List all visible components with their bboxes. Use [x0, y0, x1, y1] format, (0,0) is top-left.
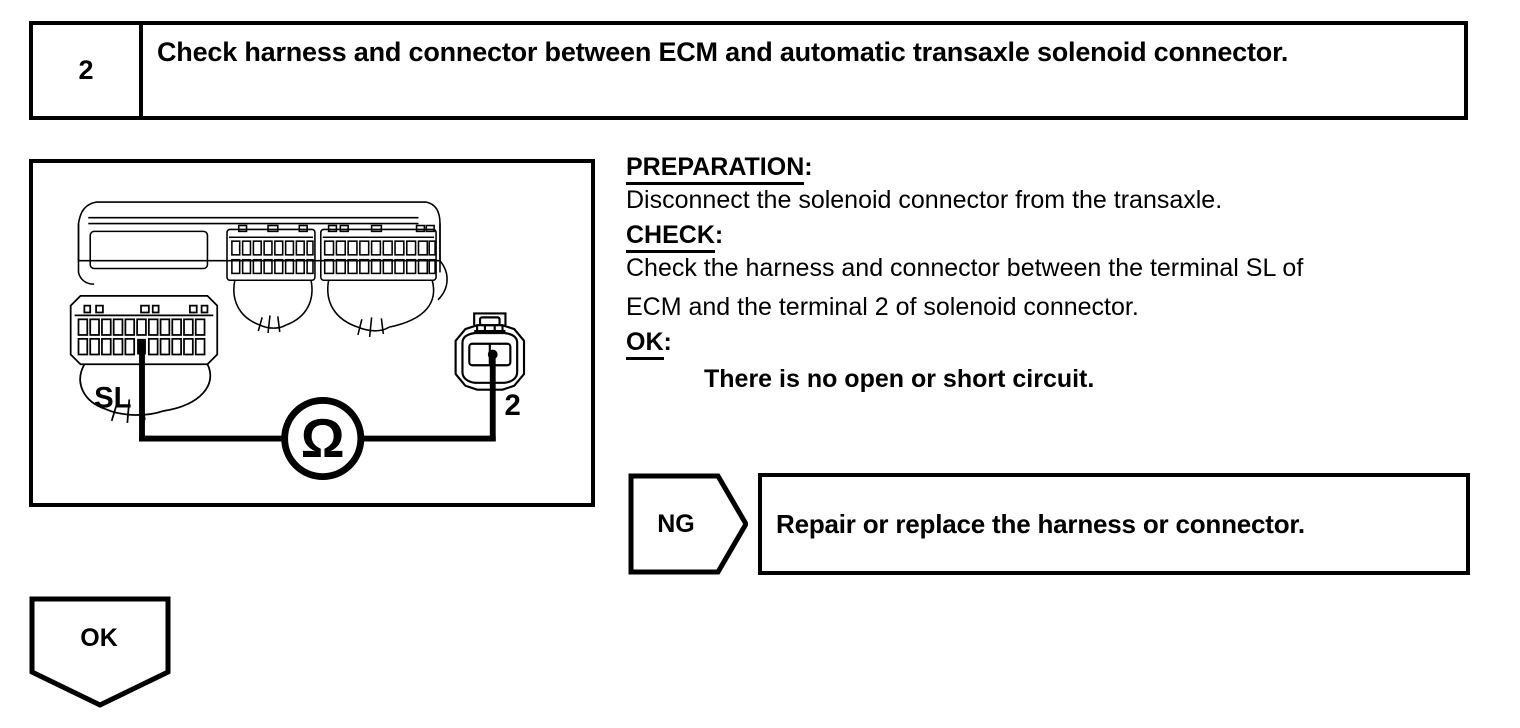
ok-heading-text: OK	[626, 328, 664, 360]
check-body-line-2: ECM and the terminal 2 of solenoid conne…	[626, 293, 1139, 321]
test-lead-wire	[139, 347, 496, 442]
step-title-cell: Check harness and connector between ECM …	[143, 25, 1464, 116]
step-number: 2	[78, 55, 94, 85]
instruction-panel: PREPARATION: Disconnect the solenoid con…	[626, 153, 1486, 402]
solenoid-connector-icon	[454, 312, 526, 391]
preparation-heading-text: PREPARATION	[626, 153, 805, 185]
ng-action-box: Repair or replace the harness or connect…	[758, 473, 1470, 575]
ecm-body-icon	[77, 201, 441, 285]
illustration-panel: Ω SL 2	[29, 159, 595, 507]
ohmmeter-icon	[281, 396, 365, 481]
sl-terminal-pin	[137, 338, 146, 355]
wiring-diagram: Ω SL 2	[69, 201, 526, 481]
ng-action-text: Repair or replace the harness or connect…	[776, 508, 1305, 539]
preparation-heading-colon: :	[804, 153, 813, 181]
check-body-line-1: Check the harness and connector between …	[626, 254, 1304, 282]
ng-tag-label: NG	[657, 509, 695, 538]
ok-heading-colon: :	[663, 328, 672, 356]
ng-result-row: NG Repair or replace the harness or conn…	[628, 473, 1470, 575]
preparation-body: Disconnect the solenoid connector from t…	[626, 186, 1223, 214]
ok-heading: OK:	[626, 328, 1486, 360]
sl-terminal-label: SL	[94, 381, 131, 414]
ok-tag-shape: OK	[29, 596, 171, 708]
ok-tag-label: OK	[80, 623, 118, 652]
step-header-box: 2 Check harness and connector between EC…	[29, 21, 1468, 120]
check-heading: CHECK:	[626, 221, 1486, 253]
ecm-connector-a-icon	[226, 224, 316, 334]
step-number-cell: 2	[33, 25, 143, 116]
preparation-heading: PREPARATION:	[626, 153, 1486, 185]
solenoid-terminal-label: 2	[504, 389, 520, 422]
check-heading-text: CHECK	[626, 221, 715, 253]
ok-body: There is no open or short circuit.	[704, 365, 1095, 393]
sl-connector-icon	[69, 294, 219, 423]
ecm-connector-b-icon	[320, 224, 448, 337]
check-heading-colon: :	[714, 221, 724, 249]
step-title: Check harness and connector between ECM …	[157, 37, 1289, 67]
ng-tag-shape: NG	[628, 473, 748, 575]
ohmmeter-symbol: Ω	[301, 407, 345, 469]
